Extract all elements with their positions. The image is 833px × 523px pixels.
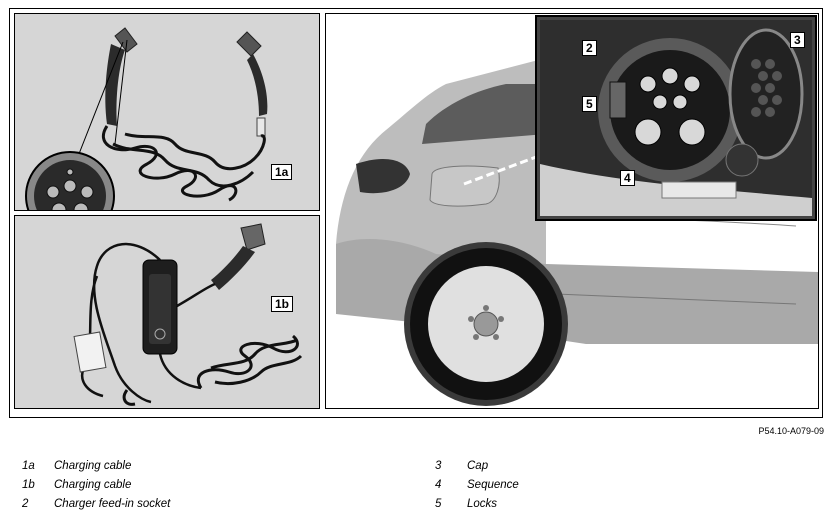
legend-text: Cap [467,460,489,472]
vehicle-rear-drawing [336,15,818,406]
callout-3: 3 [790,32,805,48]
legend-key: 1b [22,479,35,491]
callout-1b: 1b [271,296,294,312]
legend-text: Charger feed-in socket [54,498,171,510]
callout-5: 5 [582,96,597,112]
legend-key: 2 [22,498,29,510]
charging-cable-1b-panel: 1b [14,215,320,409]
legend-item: 1a Charging cable [22,460,402,479]
legend-item: 1b Charging cable [22,479,402,498]
charging-cable-1a-drawing [25,27,268,210]
callout-4: 4 [620,170,635,186]
legend-text: Locks [467,498,498,510]
vehicle-charging-socket-panel: 2 3 4 5 [325,13,819,409]
charging-cable-1b-drawing [73,223,303,406]
callout-2: 2 [582,40,597,56]
legend-left-column: 1a Charging cable 1b Charging cable 2 Ch… [22,460,402,517]
legend-key: 5 [435,498,442,510]
charging-cable-1a-panel: 1a [14,13,320,211]
legend-text: Charging cable [54,479,132,491]
callout-1a: 1a [271,164,293,180]
legend-item: 2 Charger feed-in socket [22,498,402,517]
legend-item: 5 Locks [435,498,815,517]
illustration-figure: 1a [9,8,823,418]
legend-text: Sequence [467,479,519,491]
legend-text: Charging cable [54,460,132,472]
figure-reference: P54.10-A079-09 [758,426,824,436]
legend-right-column: 3 Cap 4 Sequence 5 Locks [435,460,815,517]
legend-key: 1a [22,460,35,472]
legend-key: 4 [435,479,442,491]
legend-key: 3 [435,460,442,472]
legend-item: 4 Sequence [435,479,815,498]
legend-item: 3 Cap [435,460,815,479]
